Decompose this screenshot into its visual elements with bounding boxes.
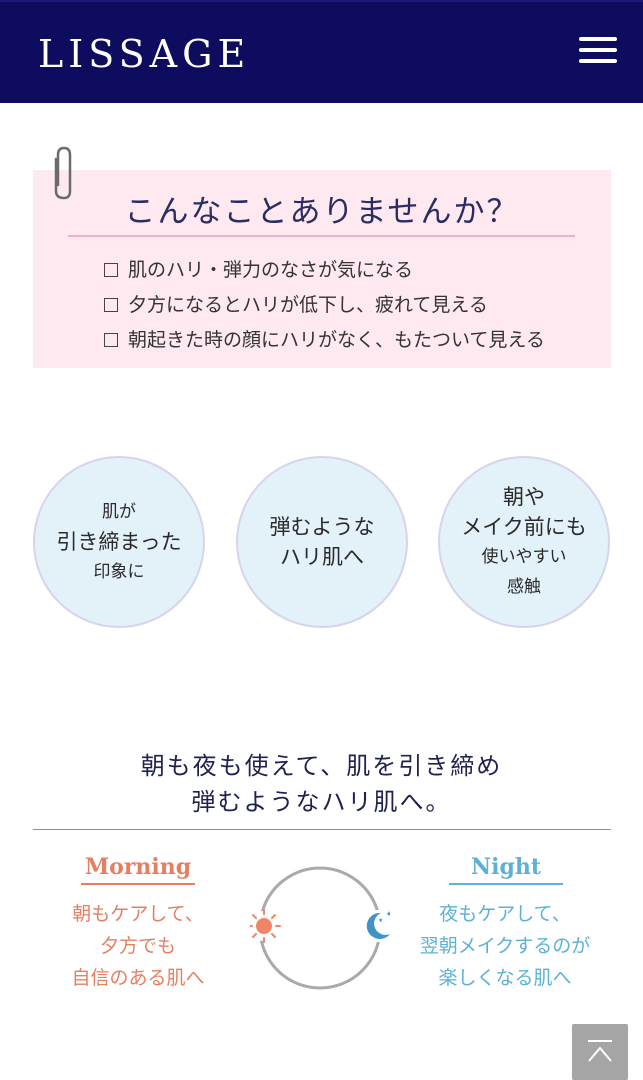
- hamburger-menu-icon[interactable]: [579, 34, 617, 66]
- concern-item: 夕方になるとハリが低下し、疲れて見える: [104, 287, 545, 322]
- concern-item: 肌のハリ・弾力のなさが気になる: [104, 252, 545, 287]
- tagline: 朝も夜も使えて、肌を引き締め 弾むようなハリ肌へ。: [0, 748, 643, 820]
- benefit-text: 引き締まった: [56, 530, 182, 554]
- benefit-text: 弾むような: [269, 515, 375, 539]
- benefit-text: 感触: [507, 577, 541, 597]
- benefit-text: メイク前にも: [461, 515, 587, 539]
- checkbox-icon: [104, 262, 118, 277]
- menu-bar: [579, 48, 617, 52]
- night-line: 翌朝メイクするのが: [419, 935, 591, 957]
- paperclip-icon: [54, 146, 72, 200]
- concern-card: [33, 170, 611, 368]
- checkbox-icon: [104, 332, 118, 347]
- sun-icon: [250, 909, 281, 943]
- benefit-text: 肌が: [102, 502, 136, 522]
- night-description: 夜もケアして、 翌朝メイクするのが 楽しくなる肌へ: [405, 898, 605, 994]
- morning-title: Morning: [84, 854, 192, 880]
- benefit-text: 朝や: [503, 485, 545, 509]
- concern-item-text: 肌のハリ・弾力のなさが気になる: [128, 258, 414, 281]
- morning-line: 朝もケアして、: [72, 903, 204, 925]
- benefit-circle-texture: 朝や メイク前にも 使いやすい 感触: [438, 456, 610, 628]
- site-header: LISSAGE: [0, 0, 643, 103]
- morning-description: 朝もケアして、 夕方でも 自信のある肌へ: [38, 898, 238, 994]
- morning-underline: [81, 883, 195, 885]
- back-to-top-button[interactable]: [572, 1024, 628, 1080]
- svg-text:★: ★: [378, 917, 383, 924]
- concern-item-text: 朝起きた時の顔にハリがなく、もたついて見える: [128, 328, 545, 351]
- section-divider: [33, 829, 611, 830]
- night-underline: [449, 883, 563, 885]
- morning-line: 夕方でも: [99, 935, 176, 957]
- svg-text:★: ★: [386, 910, 390, 918]
- night-line: 夜もケアして、: [439, 903, 571, 925]
- morning-line: 自信のある肌へ: [71, 967, 205, 989]
- benefit-circle-firming: 肌が 引き締まった 印象に: [33, 456, 205, 628]
- benefit-text: 使いやすい: [481, 547, 567, 567]
- concern-list: 肌のハリ・弾力のなさが気になる 夕方になるとハリが低下し、疲れて見える 朝起きた…: [104, 252, 545, 357]
- menu-bar: [579, 59, 617, 63]
- night-line: 楽しくなる肌へ: [438, 967, 572, 989]
- checkbox-icon: [104, 297, 118, 312]
- day-night-cycle: ★ ★: [250, 866, 390, 990]
- concern-title: こんなことありませんか？: [124, 194, 520, 230]
- concern-item: 朝起きた時の顔にハリがなく、もたついて見える: [104, 322, 545, 357]
- moon-icon: ★ ★: [362, 910, 390, 942]
- benefit-text: ハリ肌へ: [280, 545, 364, 569]
- brand-logo[interactable]: LISSAGE: [38, 32, 251, 76]
- benefit-circle-bouncy: 弾むような ハリ肌へ: [236, 456, 408, 628]
- concern-item-text: 夕方になるとハリが低下し、疲れて見える: [128, 293, 488, 316]
- tagline-line: 朝も夜も使えて、肌を引き締め: [140, 752, 503, 780]
- night-title: Night: [470, 854, 541, 880]
- menu-bar: [579, 37, 617, 41]
- concern-divider: [68, 235, 575, 237]
- tagline-line: 弾むようなハリ肌へ。: [191, 788, 452, 816]
- chevron-up-icon: [588, 1040, 612, 1062]
- benefit-text: 印象に: [93, 562, 145, 582]
